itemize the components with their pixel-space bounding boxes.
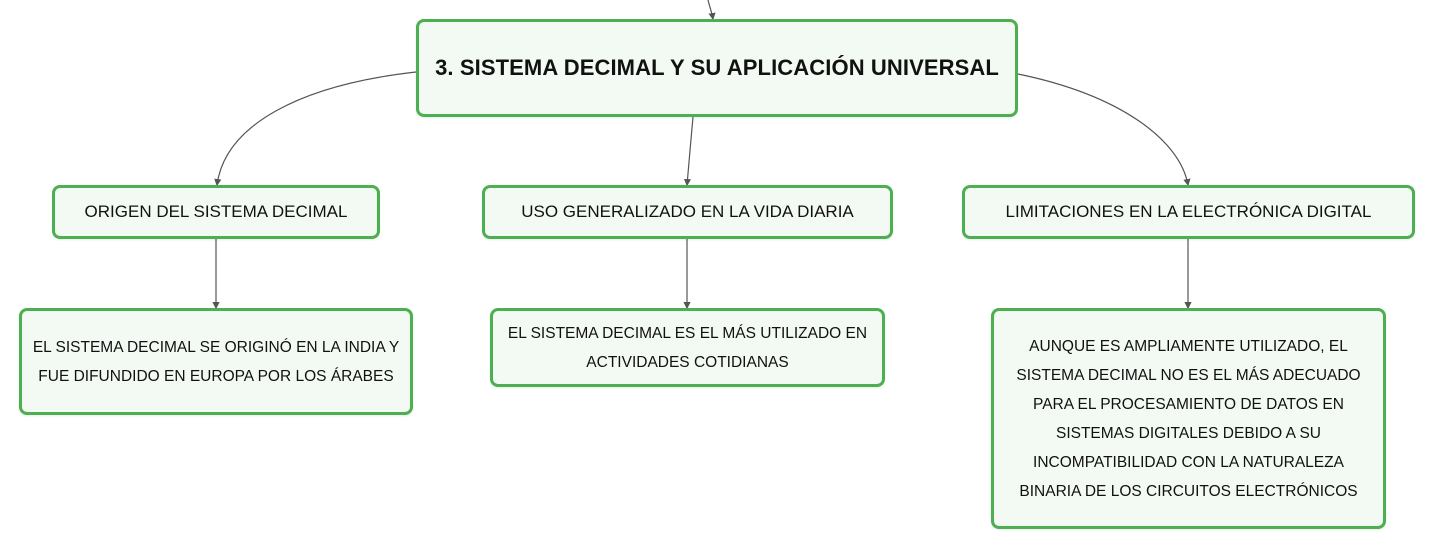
branch-topic-label: USO GENERALIZADO EN LA VIDA DIARIA <box>521 202 854 221</box>
connector-root-to-uso <box>683 116 694 187</box>
detail-topic-origen[interactable]: EL SISTEMA DECIMAL SE ORIGINÓ EN LA INDI… <box>19 308 413 415</box>
branch-topic-limitaciones[interactable]: LIMITACIONES EN LA ELECTRÓNICA DIGITAL <box>962 185 1415 239</box>
connector-root-to-origen <box>214 71 417 187</box>
branch-topic-uso[interactable]: USO GENERALIZADO EN LA VIDA DIARIA <box>482 185 893 239</box>
root-topic-label: 3. SISTEMA DECIMAL Y SU APLICACIÓN UNIVE… <box>435 55 999 80</box>
detail-topic-text: AUNQUE ES AMPLIAMENTE UTILIZADO, EL SIST… <box>1016 337 1361 500</box>
root-topic[interactable]: 3. SISTEMA DECIMAL Y SU APLICACIÓN UNIVE… <box>416 19 1018 117</box>
branch-topic-label: ORIGEN DEL SISTEMA DECIMAL <box>84 202 348 221</box>
branch-topic-label: LIMITACIONES EN LA ELECTRÓNICA DIGITAL <box>1005 202 1372 221</box>
connector-parent-to-root <box>707 0 716 21</box>
detail-topic-uso[interactable]: EL SISTEMA DECIMAL ES EL MÁS UTILIZADO E… <box>490 308 885 387</box>
detail-topic-text: EL SISTEMA DECIMAL SE ORIGINÓ EN LA INDI… <box>32 338 400 385</box>
detail-topic-text: EL SISTEMA DECIMAL ES EL MÁS UTILIZADO E… <box>507 324 868 371</box>
connector-root-to-limit <box>1017 73 1191 187</box>
branch-topic-origen[interactable]: ORIGEN DEL SISTEMA DECIMAL <box>52 185 380 239</box>
detail-topic-limitaciones[interactable]: AUNQUE ES AMPLIAMENTE UTILIZADO, EL SIST… <box>991 308 1386 529</box>
